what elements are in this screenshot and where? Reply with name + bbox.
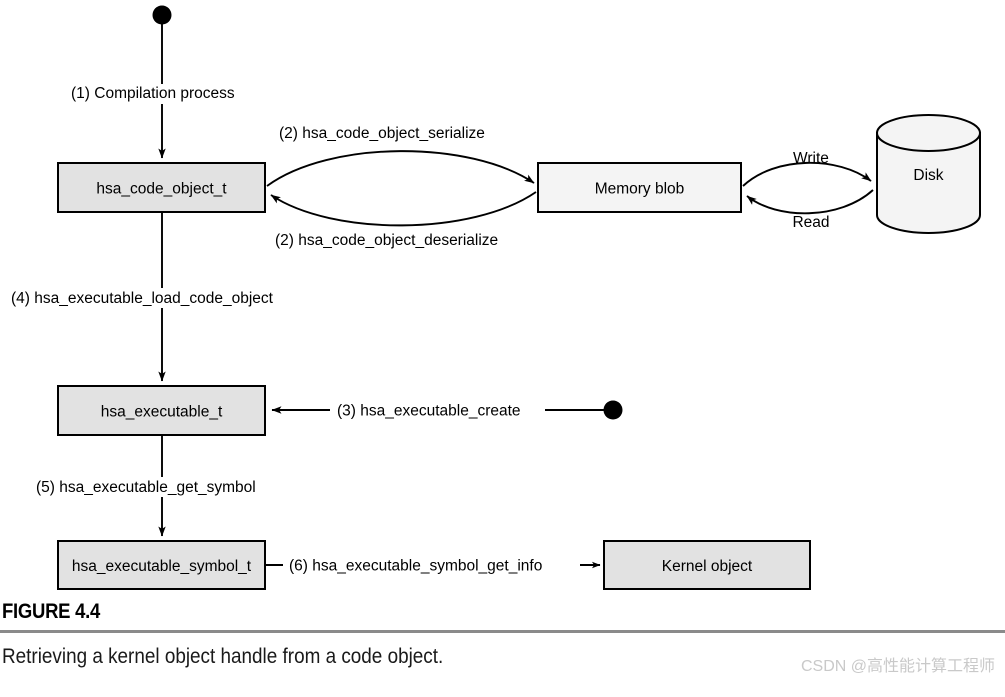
edge-label-write: Write [793,150,829,167]
node-label-memory-blob: Memory blob [595,181,685,198]
edge-label-compilation-process: (1) Compilation process [71,85,235,102]
node-kernel-object[interactable] [603,540,811,590]
node-label-hsa-executable-symbol-t: hsa_executable_symbol_t [72,558,252,575]
start-dot-top [152,5,172,25]
flow-diagram: (1) Compilation process hsa_code_object_… [8,5,981,590]
edge-label-deserialize: (2) hsa_code_object_deserialize [275,232,498,249]
node-label-hsa-code-object-t: hsa_code_object_t [96,181,227,198]
node-disk[interactable] [876,114,981,234]
edge-label-load-code-object: (4) hsa_executable_load_code_object [11,290,274,307]
node-label-disk: Disk [913,167,943,184]
node-label-kernel-object: Kernel object [662,558,753,575]
edge-label-serialize: (2) hsa_code_object_serialize [279,125,485,142]
figure-heading: FIGURE 4.4 [2,600,101,623]
edge-label-bg-4 [8,288,308,308]
edge-label-bg-5 [33,477,289,497]
figure-caption-block: FIGURE 4.4 Retrieving a kernel object ha… [0,600,1005,669]
node-hsa-executable-symbol-t[interactable] [57,540,266,590]
start-dot-executable-create [603,400,623,420]
csdn-watermark: CSDN @高性能计算工程师 [800,658,995,675]
caption-divider [0,630,1005,633]
edge-label-symbol-get-info: (6) hsa_executable_symbol_get_info [289,558,542,575]
figure-caption-text: Retrieving a kernel object handle from a… [2,644,444,668]
edge-read-curve [746,189,874,215]
edge-label-executable-create: (3) hsa_executable_create [337,403,521,420]
edge-label-get-symbol: (5) hsa_executable_get_symbol [36,479,256,496]
node-label-hsa-executable-t: hsa_executable_t [101,404,223,421]
edge-write-curve [742,161,872,187]
node-memory-blob[interactable] [537,162,742,213]
edge-label-read: Read [792,214,829,231]
edge-label-bg-1 [62,84,267,104]
edge-deserialize-curve [270,191,537,227]
node-hsa-code-object-t[interactable] [57,162,266,213]
edge-serialize-curve [266,150,535,187]
